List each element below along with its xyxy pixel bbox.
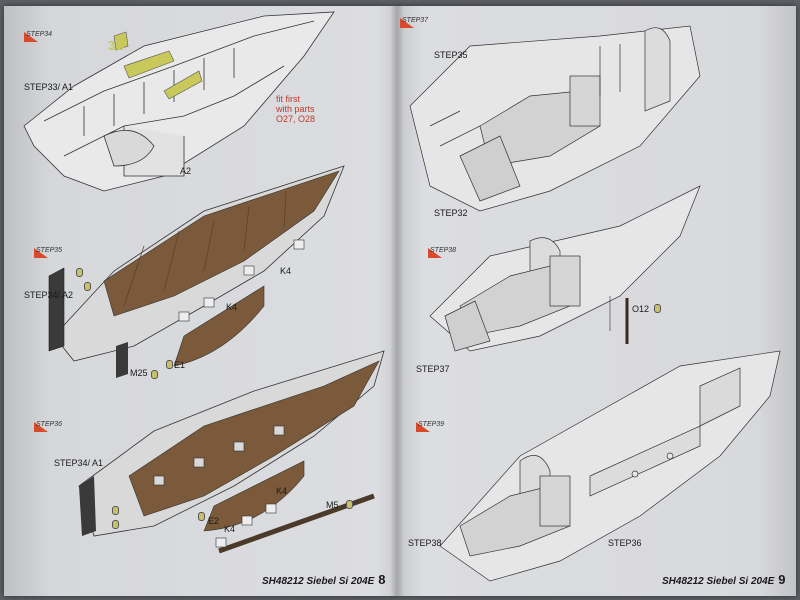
instruction-booklet-spread: STEP34 3U STEP33/ A1 A2 fit first with p… <box>4 6 796 596</box>
decal-yellow-panels <box>113 31 203 100</box>
small-part-chip <box>112 520 119 529</box>
page-number: 9 <box>778 572 786 587</box>
step-ref-label: STEP35 <box>434 50 468 60</box>
fuselage-interior-step35 <box>48 165 345 378</box>
part-label-k4: K4 <box>224 524 236 534</box>
step-tag-34: STEP34 <box>24 31 52 42</box>
step-ref-label: STEP36 <box>608 538 642 548</box>
small-part-chip <box>346 500 353 509</box>
footer-code: SH48212 Siebel Si 204E <box>662 576 775 587</box>
small-part-chip <box>654 304 661 313</box>
part-label-a2: A2 <box>180 166 192 176</box>
step-ref-label: STEP32 <box>434 208 468 218</box>
right-page: STEP37 STEP35 STEP32 STEP38 O12 STEP37 S… <box>400 6 796 596</box>
small-part-chip <box>151 370 158 379</box>
step-ref-label: STEP37 <box>416 364 450 374</box>
part-label-e1: E1 <box>174 360 186 370</box>
part-label-e2: E2 <box>208 516 220 526</box>
step-ref-label: STEP33/ A1 <box>24 82 74 92</box>
part-label-m25: M25 <box>130 368 148 378</box>
small-part-chip <box>84 282 91 291</box>
fuselage-half-step34 <box>23 11 335 192</box>
note-line-3: O27, O28 <box>276 114 316 124</box>
page-number: 8 <box>378 572 386 587</box>
note-line-1: fit first <box>276 94 300 104</box>
small-part-chip <box>76 268 83 277</box>
part-label-k4: K4 <box>226 302 238 312</box>
step-tag-36: STEP36 <box>34 421 62 432</box>
part-label-m5: M5 <box>326 500 339 510</box>
part-label-k4: K4 <box>276 486 288 496</box>
step-tag-39: STEP39 <box>416 421 444 432</box>
left-page-illustrations <box>23 11 385 554</box>
part-label-o12: O12 <box>632 304 650 314</box>
small-part-chip <box>198 512 205 521</box>
cockpit-assembly-step37 <box>409 25 701 212</box>
step-tag-35: STEP35 <box>34 247 62 258</box>
step-ref-label: STEP38 <box>408 538 442 548</box>
book-gutter <box>390 6 404 596</box>
step-tag-38: STEP38 <box>428 247 456 258</box>
step-tag-37: STEP37 <box>400 17 428 28</box>
note-line-2: with parts <box>276 104 315 114</box>
right-page-illustrations <box>409 25 781 582</box>
small-part-chip <box>166 360 173 369</box>
step-ref-label: STEP34/ A1 <box>54 458 104 468</box>
left-page: STEP34 3U STEP33/ A1 A2 fit first with p… <box>4 6 394 596</box>
footer-code: SH48212 Siebel Si 204E <box>262 576 375 587</box>
decal-number: 3U <box>108 38 125 53</box>
fuselage-assembly-step39 <box>439 350 781 582</box>
part-label-k4: K4 <box>280 266 292 276</box>
small-part-chip <box>112 506 119 515</box>
fuselage-interior-step36 <box>78 350 385 554</box>
fit-first-note: fit first with parts O27, O28 <box>276 94 315 124</box>
cockpit-assembly-step38 <box>429 185 701 352</box>
step-ref-label: STEP34/ A2 <box>24 290 74 300</box>
